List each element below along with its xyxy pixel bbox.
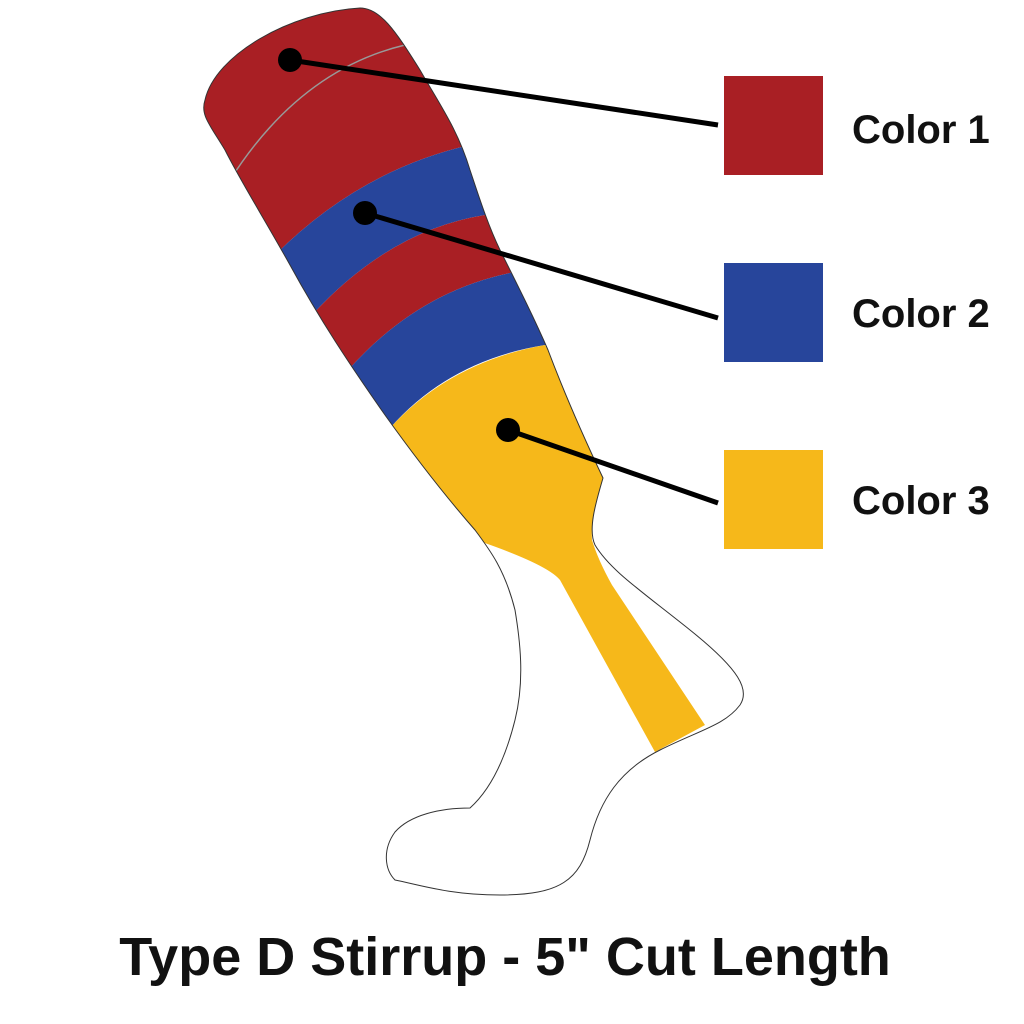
- color-2-label: Color 2: [852, 292, 990, 336]
- color-1-swatch: [724, 76, 823, 175]
- diagram-title: Type D Stirrup - 5" Cut Length: [119, 927, 891, 987]
- pointer-lines: [289, 57, 719, 506]
- color-1-label: Color 1: [852, 108, 990, 152]
- stirrup-color-3: [380, 345, 705, 752]
- color-3-swatch: [724, 450, 823, 549]
- pointer-dot-3: [496, 418, 520, 442]
- color-3-label: Color 3: [852, 479, 990, 523]
- color-2-swatch: [724, 263, 823, 362]
- pointer-dot-1: [278, 48, 302, 72]
- pointer-dot-2: [353, 201, 377, 225]
